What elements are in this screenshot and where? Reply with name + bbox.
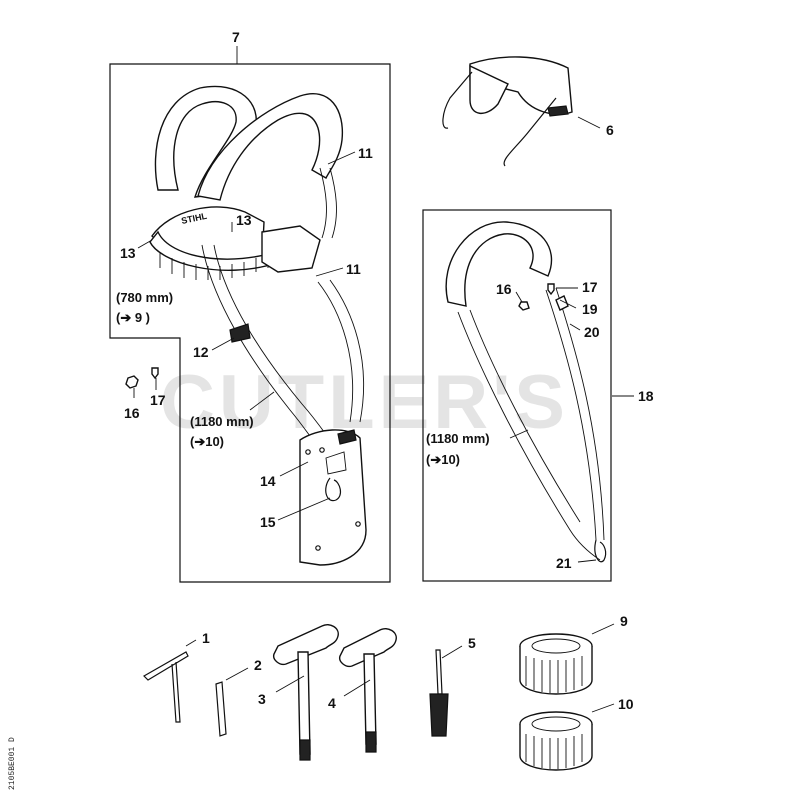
leader-lines [133, 116, 634, 713]
belt-roll-10-illustration [519, 711, 593, 771]
callout-21: 21 [556, 555, 572, 571]
callout-12: 12 [193, 344, 209, 360]
full-harness-illustration: STIHL [149, 85, 367, 566]
shoulder-strap-frame [422, 209, 612, 582]
shoulder-strap-illustration [445, 221, 607, 563]
measure-shoulder-strap: (1180 mm) [426, 431, 490, 446]
callout-9: 9 [620, 613, 628, 629]
combination-wrench-4-illustration [339, 628, 397, 753]
safety-glasses-illustration [442, 56, 573, 167]
callout-4: 4 [328, 695, 336, 711]
screw-part-17a [151, 367, 159, 380]
callout-11-upper: 11 [358, 145, 373, 161]
measure-harness-waist-ref: (➔ 9 ) [116, 310, 150, 325]
callout-7: 7 [232, 29, 240, 45]
harness-assembly-frame [109, 46, 391, 583]
measure-harness-strap: (1180 mm) [190, 414, 254, 429]
callout-18: 18 [638, 388, 654, 404]
measure-harness-waist: (780 mm) [116, 290, 173, 305]
screwdriver-illustration [429, 649, 449, 737]
measure-harness-strap-ref: (➔10) [190, 434, 224, 449]
callout-1: 1 [202, 630, 210, 646]
callout-5: 5 [468, 635, 476, 651]
watermark-text: CUTLER'S [160, 360, 569, 445]
callout-11-lower: 11 [346, 261, 361, 277]
callout-16-right: 16 [496, 281, 512, 297]
screw-part-17b [547, 283, 555, 296]
hex-key-large-illustration [143, 651, 189, 723]
callout-13-center: 13 [236, 212, 252, 228]
hex-key-small-illustration [215, 681, 227, 737]
callout-15: 15 [260, 514, 276, 530]
measure-shoulder-strap-ref: (➔10) [426, 452, 460, 467]
callout-10: 10 [618, 696, 634, 712]
callout-3: 3 [258, 691, 266, 707]
callout-17-left: 17 [150, 392, 166, 408]
belt-roll-9-illustration [519, 633, 593, 695]
combination-wrench-3-illustration [273, 624, 339, 761]
callout-6: 6 [606, 122, 614, 138]
callout-20: 20 [584, 324, 600, 340]
callout-16-left: 16 [124, 405, 140, 421]
callout-19: 19 [582, 301, 598, 317]
callout-17-right: 17 [582, 279, 598, 295]
side-code: 2105BE001 D [8, 737, 17, 790]
nut-part-16b [518, 301, 530, 311]
callout-2: 2 [254, 657, 262, 673]
callout-13-left: 13 [120, 245, 136, 261]
nut-part-16a [125, 375, 139, 389]
callout-14: 14 [260, 473, 276, 489]
